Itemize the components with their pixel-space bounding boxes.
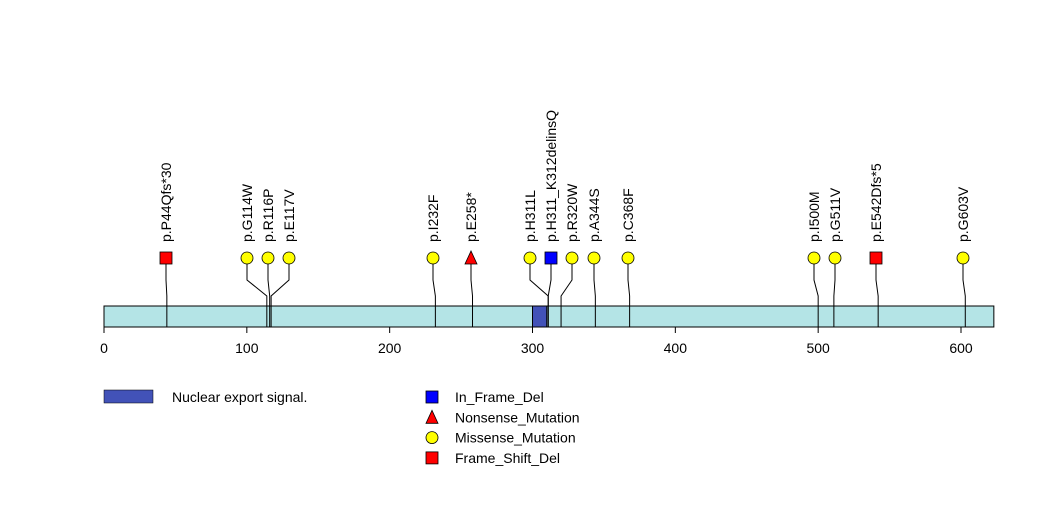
mutation-stem xyxy=(246,258,268,327)
mutation-label: p.H311_K312delinsQ xyxy=(543,110,559,242)
mutation-stem xyxy=(432,258,436,327)
mutation-label: p.E542Dfs*5 xyxy=(868,163,884,242)
mutation-marker xyxy=(869,251,883,265)
legend-mutation-label: Nonsense_Mutation xyxy=(455,409,580,425)
legend-marker-triangle xyxy=(425,409,439,424)
mutation-stem xyxy=(813,258,819,327)
mutation-stem xyxy=(270,258,290,327)
mutation-marker xyxy=(956,251,970,265)
legend-marker-circle xyxy=(425,431,439,445)
mutation-marker xyxy=(240,251,254,265)
mutation-marker xyxy=(464,250,478,265)
mutation-marker xyxy=(282,251,296,265)
mutation-marker xyxy=(587,251,601,265)
axis-tick-label: 500 xyxy=(806,340,830,356)
mutation-stem xyxy=(165,258,168,327)
axis-tick-label: 600 xyxy=(949,340,973,356)
mutation-label: p.R116P xyxy=(260,189,276,242)
mutation-stem xyxy=(962,258,966,327)
mutation-label: p.E258* xyxy=(463,192,479,242)
legend-domain-label: Nuclear export signal. xyxy=(172,389,307,405)
legend-mutation-label: Missense_Mutation xyxy=(455,430,576,446)
domain-0 xyxy=(532,305,548,328)
mutation-marker xyxy=(523,251,537,265)
mutation-label: p.R320W xyxy=(564,183,580,242)
mutation-stem xyxy=(547,258,552,327)
legend-marker-square xyxy=(425,390,439,404)
mutation-label: p.C368F xyxy=(620,188,636,242)
mutation-marker xyxy=(544,251,558,265)
axis-tick-label: 400 xyxy=(664,340,688,356)
mutation-marker xyxy=(828,251,842,265)
mutation-marker xyxy=(807,251,821,265)
legend-mutation-label: In_Frame_Del xyxy=(455,389,544,405)
legend-marker-square xyxy=(425,451,439,465)
mutation-marker xyxy=(565,251,579,265)
mutation-label: p.A344S xyxy=(586,188,602,242)
axis-tick-label: 200 xyxy=(378,340,402,356)
mutation-label: p.G603V xyxy=(955,186,971,242)
mutation-stem xyxy=(560,258,573,327)
mutation-label: p.I500M xyxy=(806,191,822,242)
mutation-label: p.G511V xyxy=(827,187,843,242)
mutation-label: p.P44Qfs*30 xyxy=(158,162,174,242)
mutation-marker xyxy=(159,251,173,265)
mutation-stem xyxy=(875,258,879,327)
mutation-stem xyxy=(470,258,474,327)
mutation-marker xyxy=(426,251,440,265)
mutation-stem xyxy=(267,258,271,327)
mutation-label: p.H311L xyxy=(522,190,538,242)
mutation-stem xyxy=(833,258,836,327)
axis-tick-label: 300 xyxy=(521,340,545,356)
mutation-label: p.E117V xyxy=(281,189,297,242)
mutation-marker xyxy=(621,251,635,265)
legend-mutation-label: Frame_Shift_Del xyxy=(455,450,560,466)
axis-tick-label: 100 xyxy=(235,340,259,356)
mutation-label: p.I232F xyxy=(425,195,441,242)
protein-backbone xyxy=(103,305,995,328)
legend-domain-swatch xyxy=(103,389,154,404)
axis-tick-label: 0 xyxy=(100,340,108,356)
mutation-stem xyxy=(593,258,596,327)
mutation-marker xyxy=(261,251,275,265)
mutation-stem xyxy=(627,258,631,327)
mutation-label: p.G114W xyxy=(239,183,255,242)
